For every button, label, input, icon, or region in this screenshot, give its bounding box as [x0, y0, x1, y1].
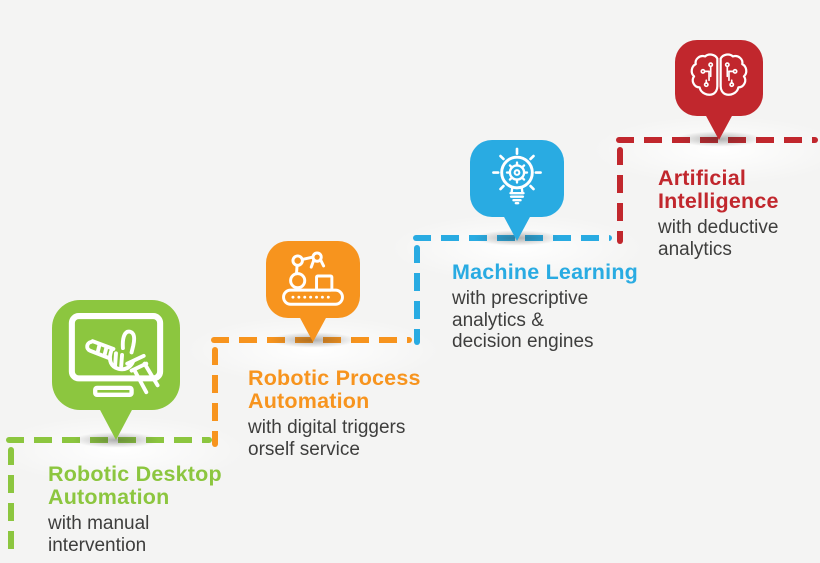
stage-description: with deductive analytics [658, 217, 779, 260]
stage-pin-robotic-desktop-automation [52, 300, 180, 440]
pin-tail [299, 316, 327, 342]
stage-text-artificial-intelligence: Artificial Intelligence with deductive a… [658, 167, 779, 260]
step-line-horizontal [616, 137, 818, 143]
stage-heading: Robotic Desktop Automation [48, 462, 222, 509]
stage-heading: Robotic Process Automation [248, 366, 421, 413]
pin-shadow [71, 432, 161, 448]
circuit-brain-icon [690, 53, 748, 96]
lightbulb-gear-icon [492, 147, 542, 204]
monitor-robotic-hand-icon [68, 313, 164, 397]
stage-pin-machine-learning [470, 140, 564, 241]
stage-text-robotic-process-automation: Robotic Process Automation with digital … [248, 367, 421, 460]
pin-tail [705, 114, 733, 140]
stage-heading: Machine Learning [452, 260, 638, 284]
stage-pin-robotic-process-automation [266, 241, 360, 342]
stage-text-robotic-desktop-automation: Robotic Desktop Automation with manual i… [48, 463, 222, 556]
step-line-vertical [414, 245, 420, 345]
step-line-vertical [212, 347, 218, 447]
step-line-vertical [8, 447, 14, 555]
stage-description: with manual intervention [48, 513, 150, 556]
robotic-arm-conveyor-icon [282, 251, 344, 306]
stage-description: with prescriptive analytics & decision e… [452, 288, 594, 352]
pin-tail [503, 215, 531, 241]
stage-description: with digital triggers orself service [248, 417, 406, 460]
stage-text-machine-learning: Machine Learning with prescriptive analy… [452, 261, 638, 353]
step-line-vertical [617, 147, 623, 244]
pin-tail [99, 408, 133, 440]
stage-heading: Artificial Intelligence [658, 166, 779, 213]
step-line-horizontal [6, 437, 212, 443]
stage-pin-artificial-intelligence [675, 40, 763, 140]
